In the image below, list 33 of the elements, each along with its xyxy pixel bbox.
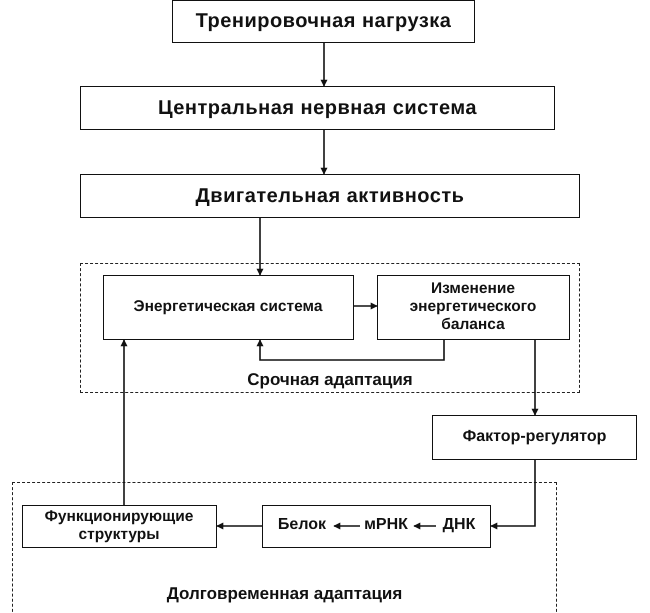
term-label: мРНК <box>364 516 408 535</box>
arrow <box>320 130 328 175</box>
arrow <box>256 218 264 276</box>
box-label: Изменение энергетического баланса <box>408 280 538 334</box>
arrow <box>354 302 378 310</box>
dashed-group-frame <box>80 263 580 393</box>
term-label: ДНК <box>442 516 476 535</box>
arrow <box>216 522 262 530</box>
box-label: Энергетическая система <box>134 298 322 316</box>
box-label: Двигательная активность <box>196 184 464 208</box>
process-box <box>172 0 475 43</box>
process-box <box>22 504 216 548</box>
box-label: Центральная нервная система <box>158 96 478 120</box>
process-box <box>80 86 555 130</box>
arrow <box>120 339 128 505</box>
group-label: Долговременная адаптация <box>166 584 404 604</box>
arrow <box>413 522 436 530</box>
box-label: Тренировочная нагрузка <box>196 10 452 33</box>
arrow <box>320 43 328 87</box>
dashed-group-frame <box>12 482 557 613</box>
box-label: Фактор-регулятор <box>462 428 606 447</box>
arrow <box>490 460 536 530</box>
process-box <box>102 274 354 340</box>
process-box <box>80 174 580 218</box>
process-box <box>262 504 490 548</box>
arrow <box>333 522 360 530</box>
box-label: Функционирующие структуры <box>44 508 194 544</box>
arrow <box>532 340 538 416</box>
arrow <box>256 339 445 361</box>
process-box <box>432 415 637 460</box>
term-label: Белок <box>278 516 326 535</box>
process-box <box>376 274 570 340</box>
group-label: Срочная адаптация <box>246 370 414 390</box>
